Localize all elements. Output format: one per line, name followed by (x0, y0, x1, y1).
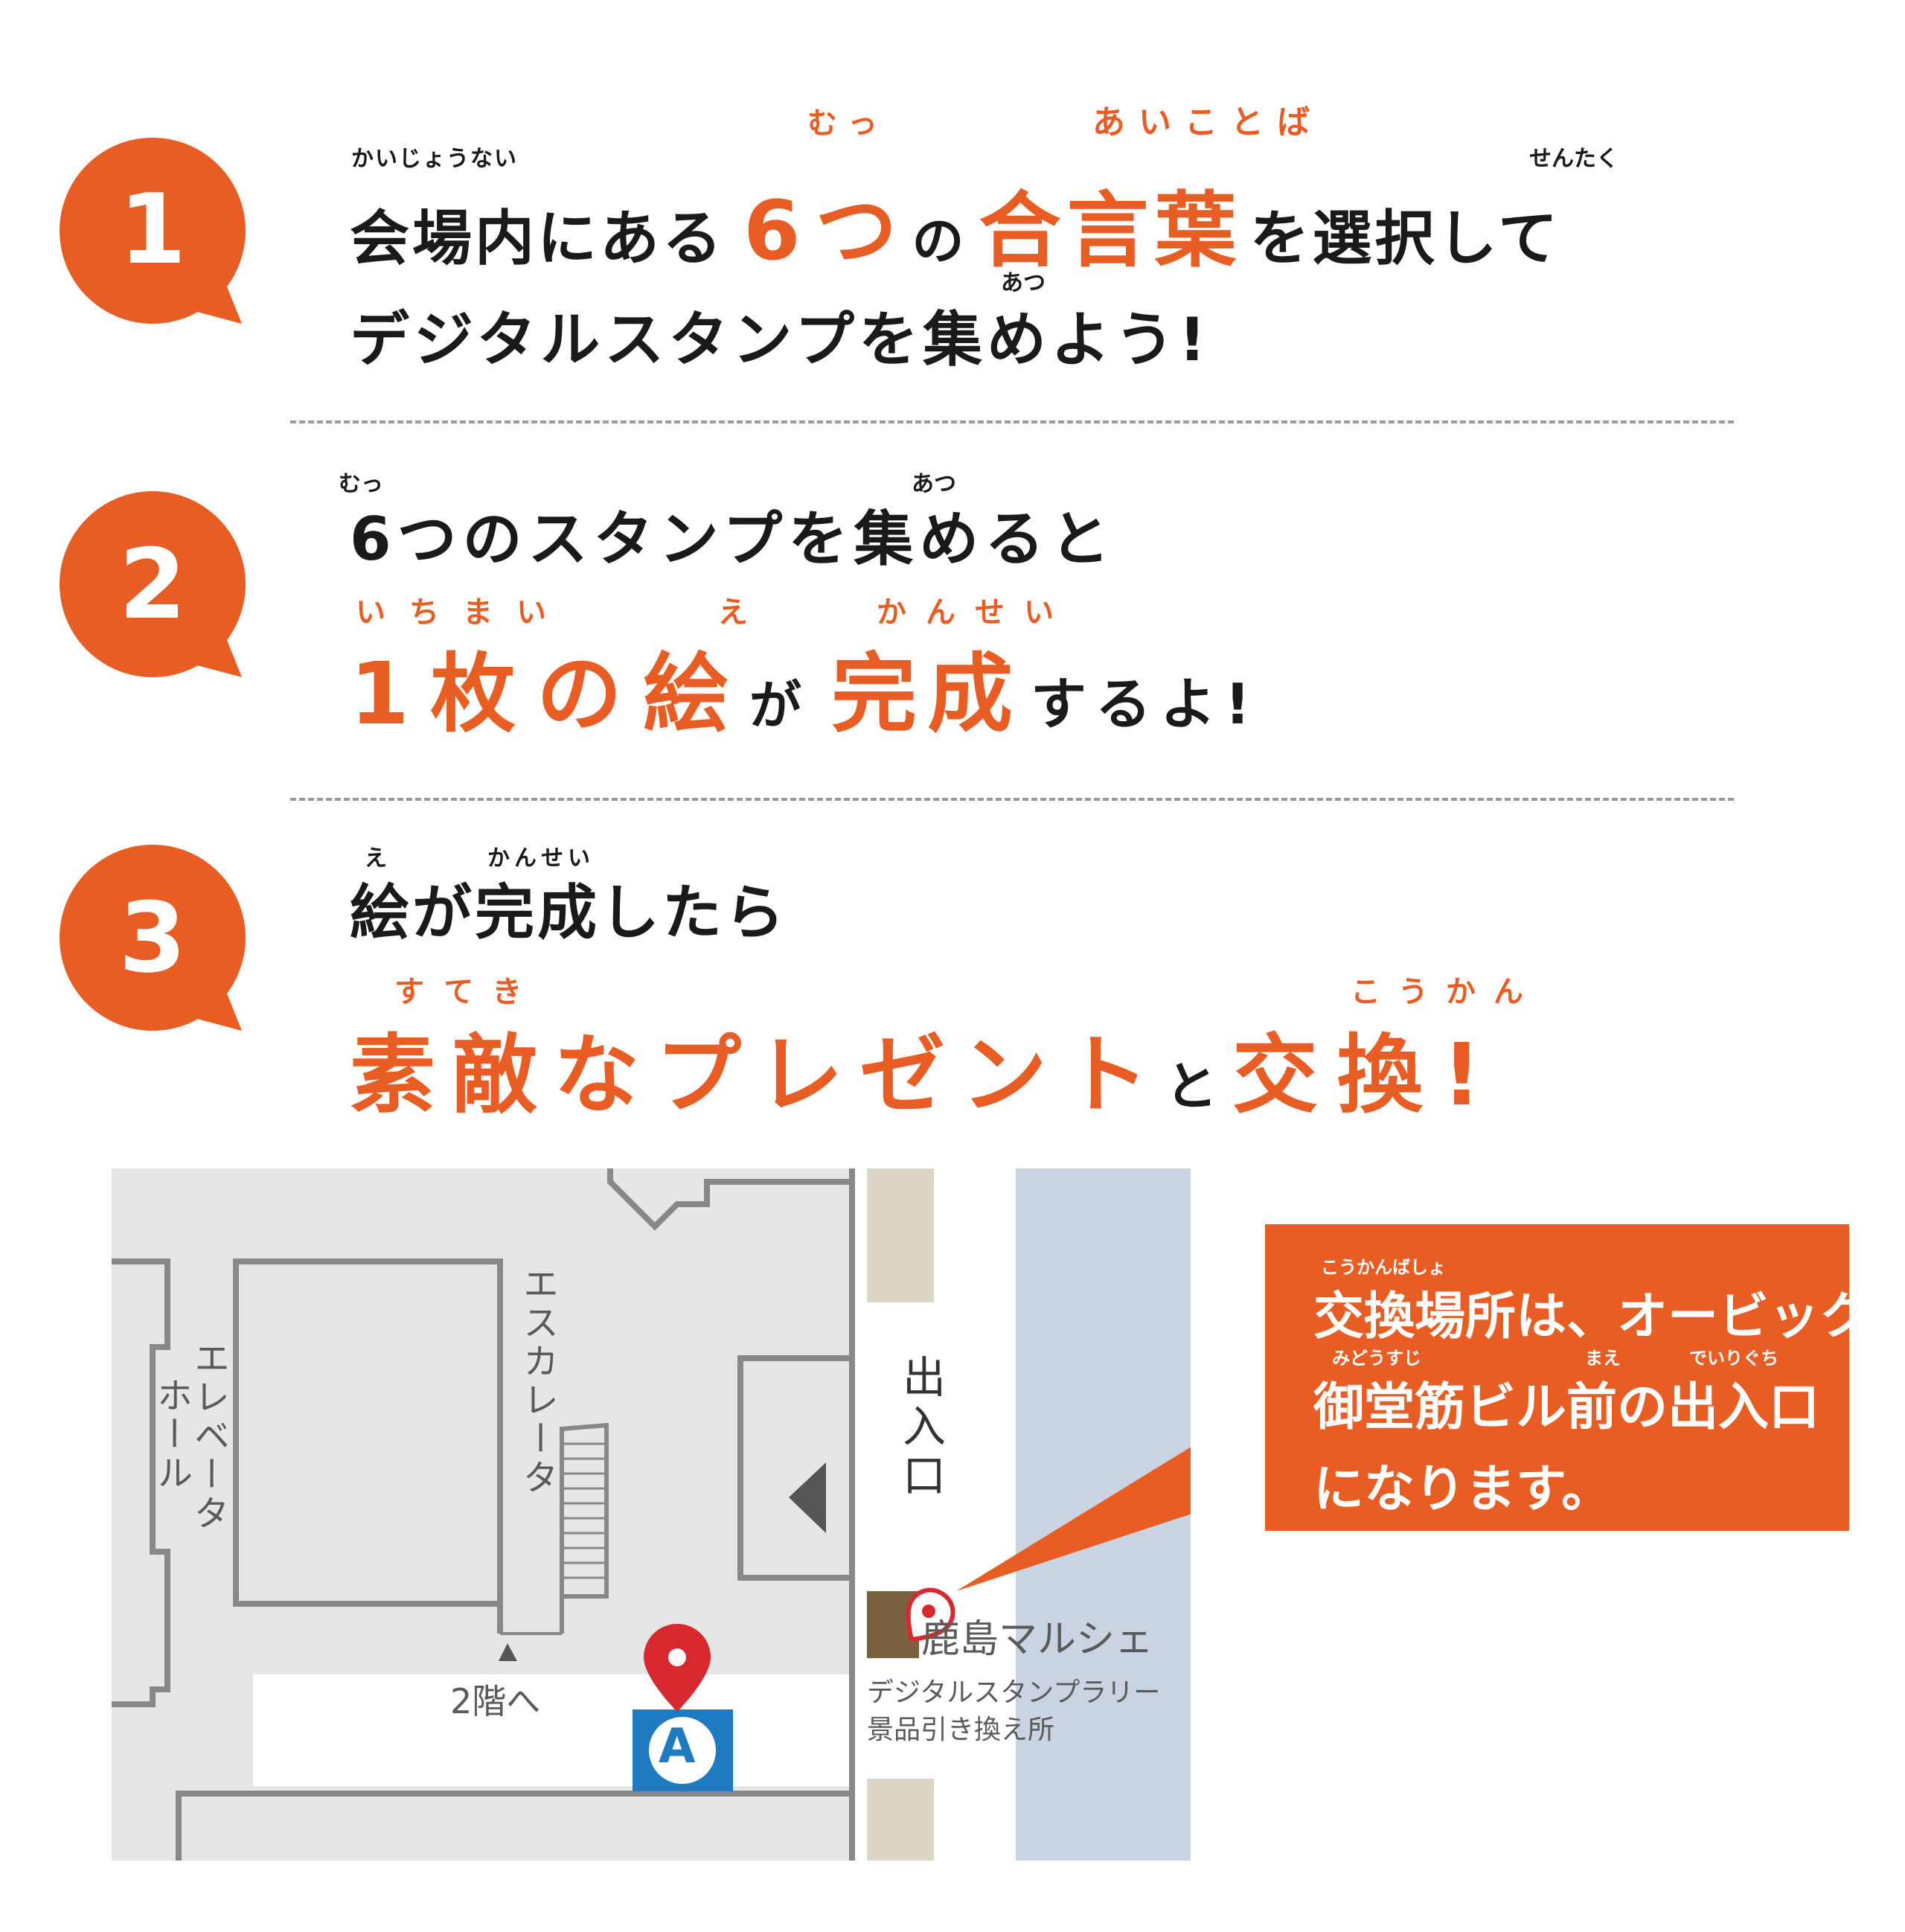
callout-ruby-2b: まえ (1585, 1348, 1621, 1369)
step-3-bubble: 3 (60, 845, 246, 1031)
callout-ruby-2a: みどうすじ (1332, 1348, 1421, 1369)
ruby-e-3: え (365, 845, 387, 871)
callout-line-3: になります。 (1313, 1460, 1613, 1519)
exchange-callout: こうかんばしょ 交換場所は、オービック みどうすじ まえ でいりぐち 御堂筋ビル… (1265, 1224, 1870, 1531)
step-2-line-1: 6つのスタンプを集めると (350, 505, 1116, 574)
elevator-hall-label-2: ホール (150, 1377, 192, 1493)
callout-line-2: 御堂筋ビル前の出入口 (1313, 1378, 1820, 1437)
ruby-sentaku: せんたく (1529, 146, 1619, 172)
step-1-text-a: 会場内にある (350, 204, 725, 273)
ruby-suteki: すてき (394, 975, 542, 1009)
step-2-line-2: 1枚の絵が完成するよ! (350, 625, 1259, 749)
step-2-text-kansei: 完成 (831, 644, 1024, 744)
step-2-number: 2 (119, 528, 186, 641)
step-3-text-koukan: 交換! (1232, 1026, 1501, 1125)
to-2f-label: 2階へ (450, 1681, 541, 1721)
step-3-text-present: 素敵なプレゼント (350, 1026, 1166, 1125)
map-pin-icon (644, 1624, 711, 1712)
divider-2 (290, 798, 1734, 801)
step-2-text-ichimai: 1枚の絵 (350, 644, 750, 744)
ruby-koukan: こうかん (1351, 975, 1541, 1009)
ruby-mutt-2: むっ (339, 471, 383, 497)
step-3-line-1: 絵が完成したら (350, 878, 787, 947)
shop-pin-icon (906, 1587, 955, 1642)
step-1-line-2: デジタルスタンプを集めよう! (350, 305, 1211, 374)
step-2-text-ga: が (749, 675, 802, 736)
step-1-number: 1 (119, 173, 186, 286)
ruby-mutt: むっ (807, 106, 888, 141)
entrance-arrow-icon (789, 1462, 826, 1533)
step-1-text-aikotoba: 合言葉 (979, 183, 1243, 278)
step-3-line-2: 素敵なプレゼントと交換! (350, 1006, 1500, 1130)
elevator-hall-label-1: エレベータ (188, 1340, 229, 1533)
callout-line-1: 交換場所は、オービック (1313, 1288, 1871, 1346)
ruby-atsu-2: あつ (912, 471, 956, 497)
step-1-bubble: 1 (60, 138, 246, 324)
shop-desc-2: 景品引き換え所 (867, 1715, 1055, 1745)
station-letter: A (659, 1719, 696, 1774)
ruby-ichimai: いちまい (356, 595, 570, 630)
step-2-text-suruyo: するよ! (1031, 671, 1260, 737)
step-1-text-six: 6つ (743, 183, 912, 278)
step-3-number: 3 (119, 881, 186, 994)
ruby-kaijounai: かいじょうない (351, 146, 518, 172)
divider-1 (290, 420, 1734, 423)
ruby-atsu-1: あつ (1001, 270, 1046, 296)
step-1-text-no: の (912, 211, 964, 272)
ruby-e-2: え (718, 595, 748, 630)
ruby-kansei-3: かんせい (487, 845, 595, 871)
shop-name: 鹿島マルシェ (921, 1617, 1154, 1662)
ruby-kansei-2: かんせい (877, 595, 1073, 630)
exit-label: 出入口 (895, 1354, 946, 1502)
ruby-aikotoba: あいことば (1092, 103, 1323, 141)
up-arrow-icon (499, 1643, 517, 1661)
step-2-bubble: 2 (60, 491, 246, 677)
callout-ruby-2c: でいりぐち (1689, 1348, 1778, 1369)
step-1-line-1: 会場内にある 6つの合言葉を選択して (350, 164, 1560, 278)
step-1-text-e: を選択して (1249, 204, 1561, 273)
step-3-text-to: と (1165, 1056, 1218, 1117)
floor-map: エレベータ ホール エスカレータ 出入口 2階へ A 鹿島マルシェ デジタルスタ… (112, 1168, 1269, 1861)
escalator-label: エスカレータ (516, 1265, 558, 1497)
callout-ruby-1: こうかんばしょ (1321, 1257, 1446, 1278)
shop-desc-1: デジタルスタンプラリー (867, 1677, 1161, 1708)
